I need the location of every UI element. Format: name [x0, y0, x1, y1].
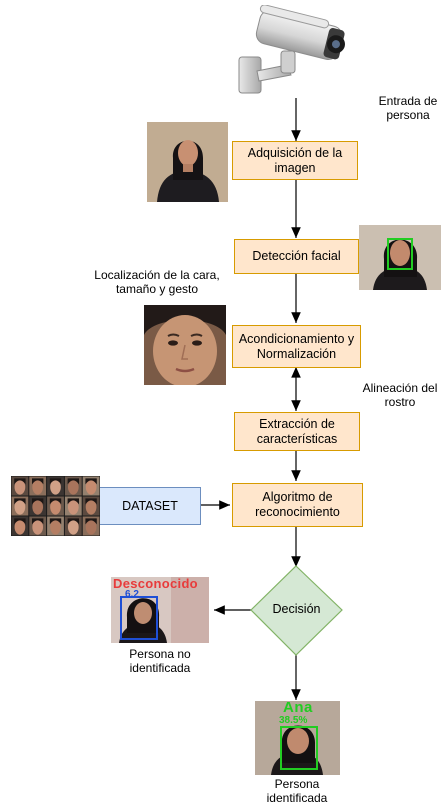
- acquisition-photo: [147, 122, 228, 202]
- algorithm-box: Algoritmo de reconocimiento: [232, 483, 363, 527]
- dataset-face-thumbnail: [64, 476, 82, 496]
- dataset-face-thumbnail: [47, 476, 64, 496]
- dataset-face-thumbnail: [11, 516, 29, 536]
- dataset-face-thumbnail: [64, 496, 82, 516]
- dataset-face-thumbnail: [11, 496, 29, 516]
- known-name-label: Ana: [283, 701, 313, 716]
- security-camera-icon: [235, 4, 355, 97]
- dataset-face-thumbnail: [82, 476, 100, 496]
- identified-person-photo: Ana 38.5%: [255, 701, 340, 775]
- dataset-face-thumbnail: [64, 516, 82, 536]
- dataset-face-thumbnail: [47, 516, 64, 536]
- acquisition-box: Adquisición de la imagen: [232, 141, 358, 180]
- unknown-name-label: Desconocido: [113, 577, 198, 591]
- unknown-score-label: 6.2: [125, 589, 139, 600]
- unknown-face-box: [120, 596, 158, 640]
- dataset-face-thumbnail: [29, 516, 47, 536]
- known-score-label: 38.5%: [279, 715, 308, 726]
- unidentified-note: Persona no identificada: [129, 647, 191, 675]
- unidentified-person-photo: Desconocido 6.2: [111, 577, 209, 643]
- face-detection-box: [387, 238, 413, 270]
- normalized-face-photo: [144, 305, 226, 385]
- extraction-box: Extracción de características: [234, 412, 360, 451]
- dataset-face-thumbnail: [82, 496, 100, 516]
- dataset-face-thumbnail: [11, 476, 29, 496]
- dataset-face-thumbnail: [29, 496, 47, 516]
- localization-note: Localización de la cara, tamaño y gesto: [94, 268, 220, 296]
- dataset-box: DATASET: [99, 487, 201, 525]
- dataset-face-thumbnail: [29, 476, 47, 496]
- dataset-thumbnails: [11, 476, 100, 536]
- decision-label: Decisión: [272, 602, 321, 616]
- normalization-box: Acondicionamiento y Normalización: [232, 325, 361, 368]
- detection-photo: [359, 225, 441, 290]
- dataset-face-thumbnail: [47, 496, 64, 516]
- identified-note: Persona identificada: [266, 777, 328, 805]
- dataset-face-thumbnail: [82, 516, 100, 536]
- identified-face-box: [280, 726, 318, 770]
- alignment-note: Alineación del rostro: [362, 381, 438, 409]
- input-note: Entrada de persona: [378, 94, 438, 122]
- detection-box: Detección facial: [234, 239, 359, 274]
- decision-diamond: [250, 565, 343, 656]
